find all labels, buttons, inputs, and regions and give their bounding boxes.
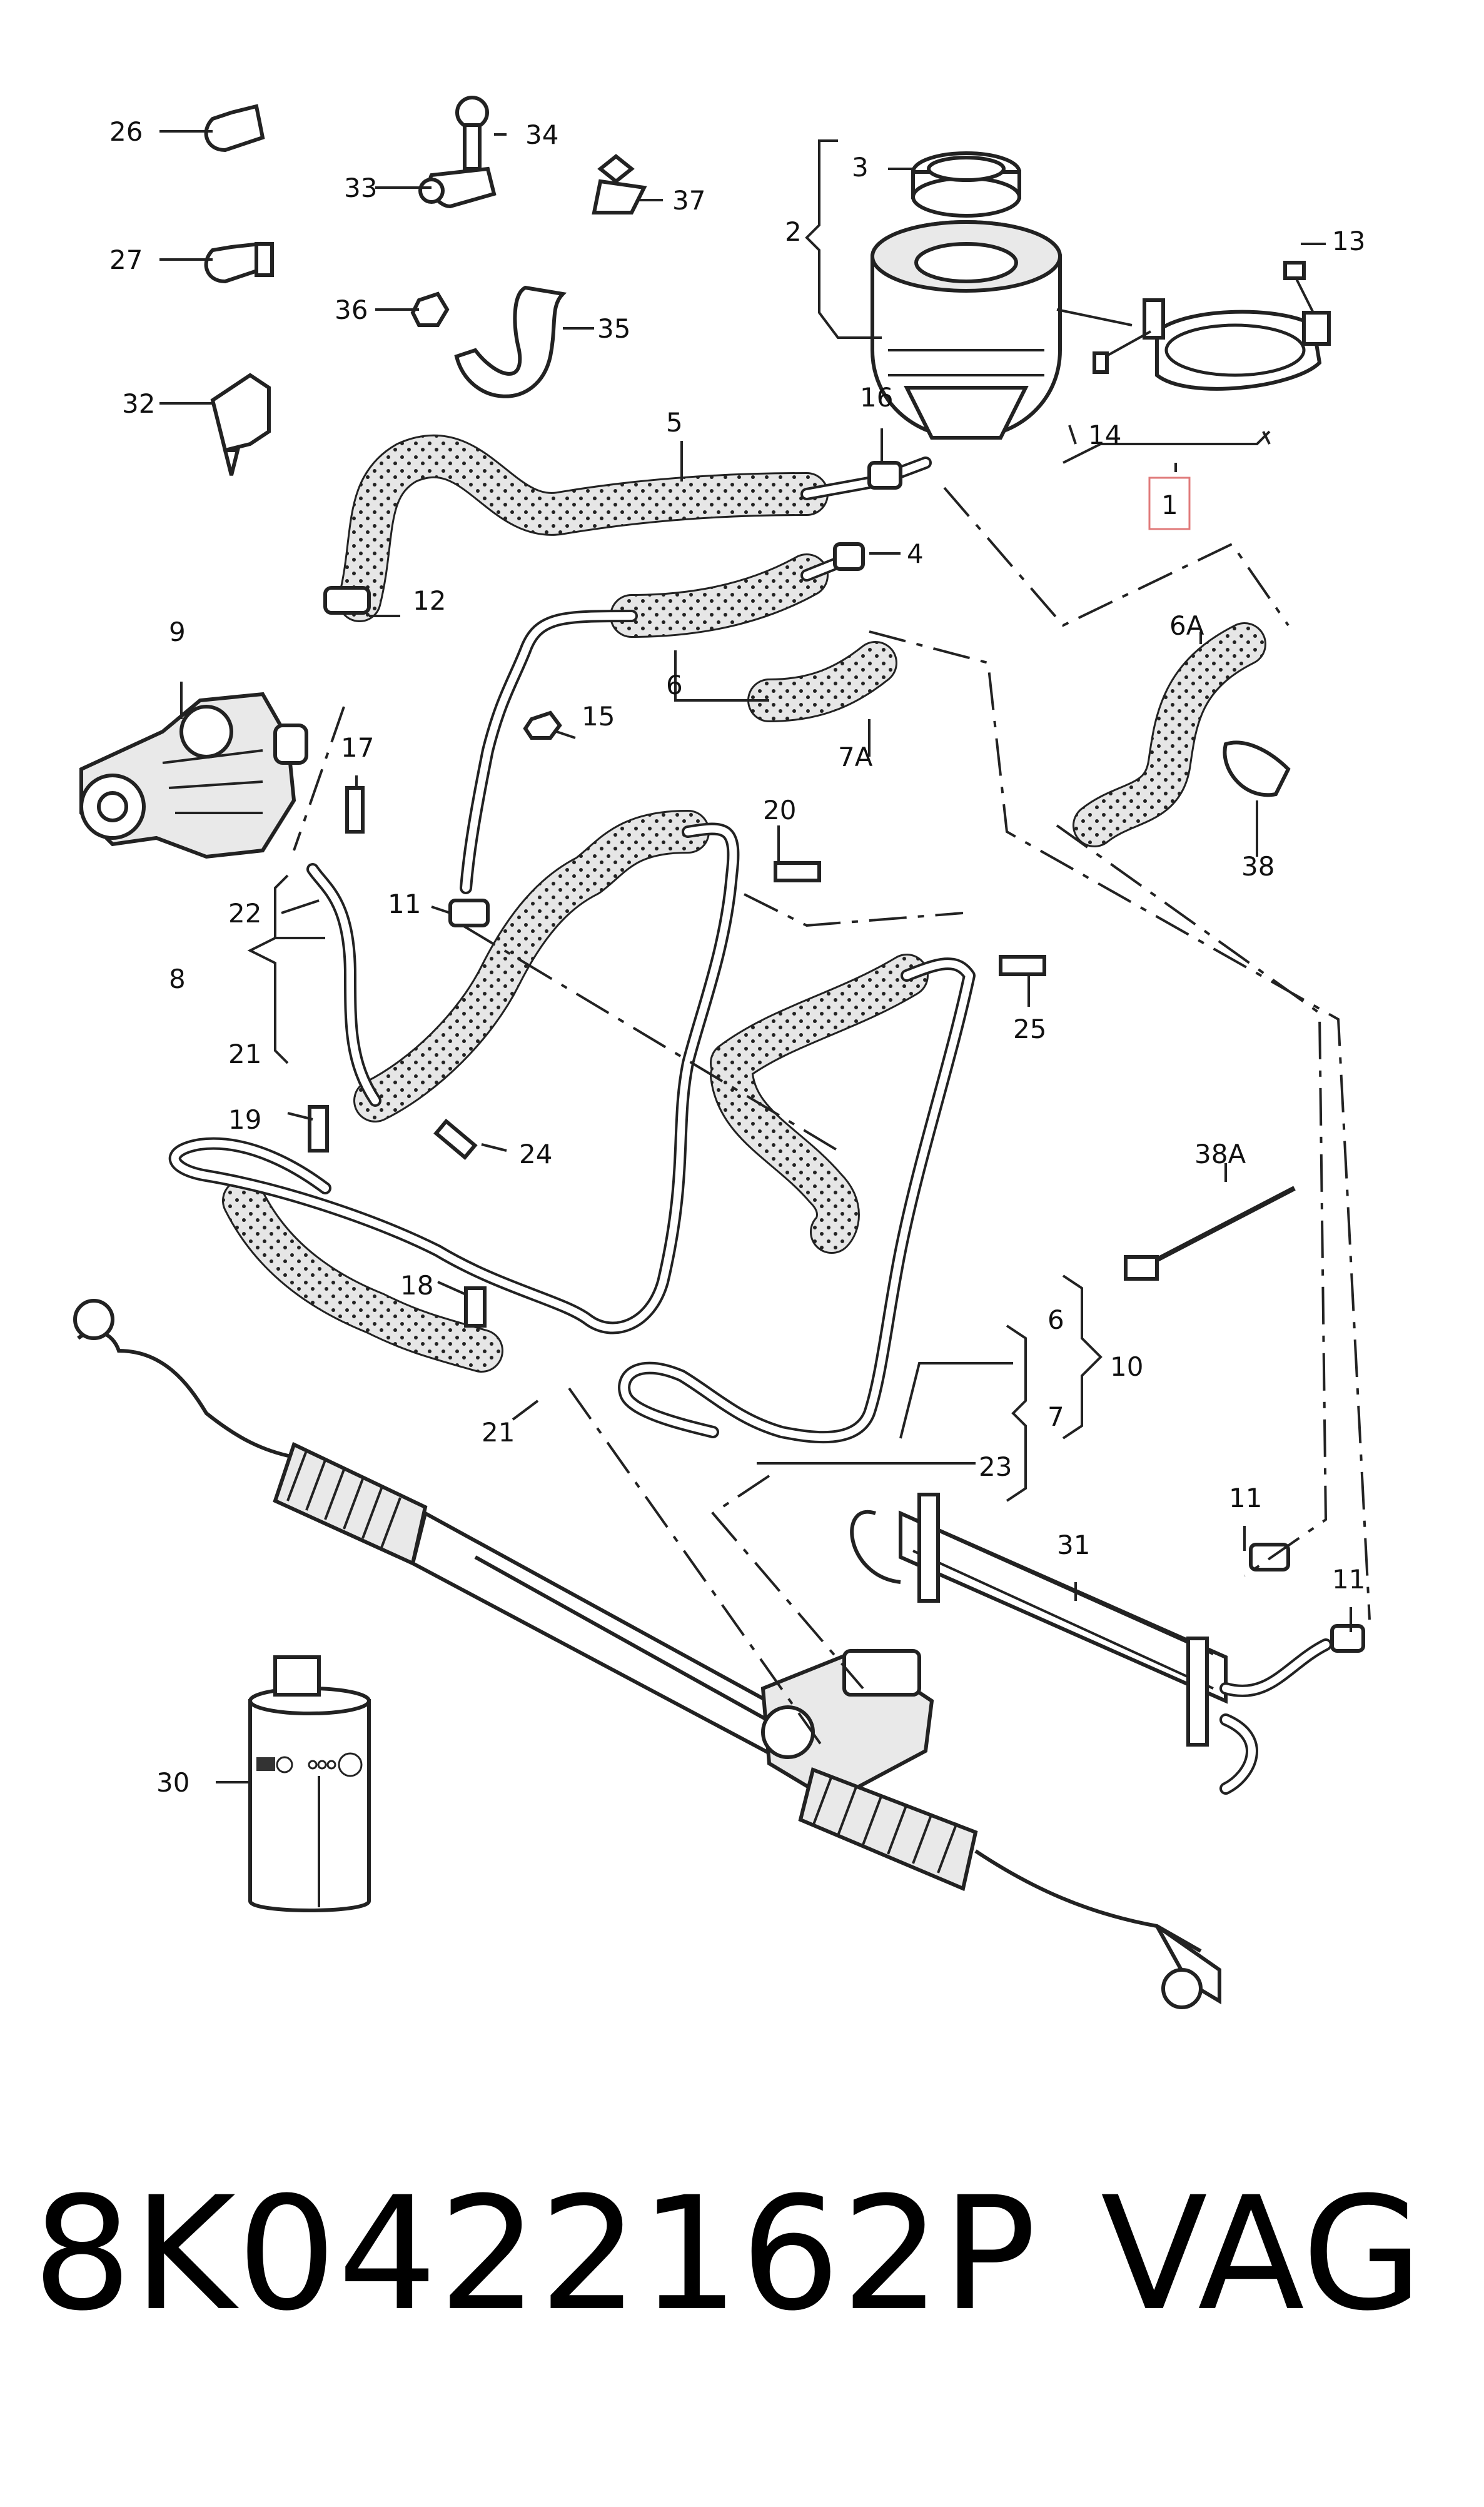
callout-25: 25: [1013, 1014, 1046, 1044]
reservoir-bracket: [1093, 261, 1331, 391]
callout-35: 35: [597, 313, 630, 344]
callout-18: 18: [400, 1270, 433, 1301]
callout-24: 24: [519, 1139, 552, 1169]
callout-38A: 38A: [1194, 1139, 1246, 1169]
callout-36: 36: [335, 295, 368, 325]
callout-37: 37: [672, 185, 705, 216]
return-hose-middle: [710, 954, 929, 1254]
callout-5: 5: [666, 407, 683, 438]
callout-13: 13: [1332, 226, 1365, 256]
callout-labels: 1 2 3 4 5 6 6A 7A 8 9 11 12 13 14 15 16 …: [109, 116, 1365, 1798]
callout-7A: 7A: [838, 742, 873, 772]
callout-7: 7: [1047, 1401, 1064, 1432]
callout-1: 1: [1161, 490, 1178, 520]
callout-15: 15: [582, 701, 615, 732]
steering-rack: [73, 1299, 1221, 2009]
callout-21a: 21: [228, 1039, 261, 1069]
callout-32: 32: [122, 388, 155, 419]
leader-lines: [159, 130, 1352, 1907]
hose-6A: [1073, 622, 1266, 847]
small-parts: [204, 96, 647, 476]
callout-38: 38: [1241, 851, 1275, 882]
callout-12: 12: [413, 585, 446, 616]
callout-10: 10: [1110, 1351, 1143, 1382]
brand-label: VAG: [1101, 2163, 1423, 2345]
callout-3: 3: [852, 152, 869, 183]
callout-20: 20: [763, 795, 796, 825]
callout-4: 4: [907, 538, 924, 569]
callout-31: 31: [1057, 1530, 1090, 1560]
callout-30: 30: [156, 1767, 189, 1798]
hose-5: [338, 434, 829, 622]
callout-14: 14: [1088, 420, 1121, 450]
fluid-canister: [248, 1655, 371, 1912]
callout-8: 8: [169, 964, 186, 994]
callout-11a: 11: [388, 889, 421, 919]
callout-11b: 11: [1229, 1483, 1262, 1513]
cable-tie: [1124, 1186, 1296, 1281]
callout-22: 22: [228, 898, 261, 929]
callout-26: 26: [109, 116, 143, 147]
hose-7A: [747, 641, 897, 722]
bolts: [308, 710, 1046, 1328]
callout-6: 6: [666, 670, 683, 700]
callout-9: 9: [169, 617, 186, 647]
callout-27: 27: [109, 245, 143, 275]
part-number: 8K0422162P: [33, 2163, 1038, 2345]
hose-6-upper: [610, 553, 829, 638]
callout-6b: 6: [1047, 1304, 1064, 1335]
callout-17: 17: [341, 732, 374, 763]
highlight-box: [1148, 477, 1191, 530]
callout-2: 2: [785, 216, 802, 247]
callout-11c: 11: [1332, 1564, 1365, 1595]
pressure-hose-main: [353, 810, 710, 1122]
callout-23: 23: [979, 1451, 1012, 1482]
oil-cooler: [850, 1493, 1332, 1795]
fluid-reservoir: [871, 151, 1062, 440]
callout-33: 33: [344, 173, 377, 203]
callout-21b: 21: [482, 1417, 515, 1448]
lower-left-hose: [222, 1179, 503, 1373]
callout-19: 19: [228, 1104, 261, 1135]
callout-6A: 6A: [1169, 610, 1204, 641]
routing-lines: [293, 487, 1371, 1752]
callout-16: 16: [860, 382, 893, 413]
callout-34: 34: [525, 119, 558, 150]
power-steering-pump: [79, 692, 308, 859]
